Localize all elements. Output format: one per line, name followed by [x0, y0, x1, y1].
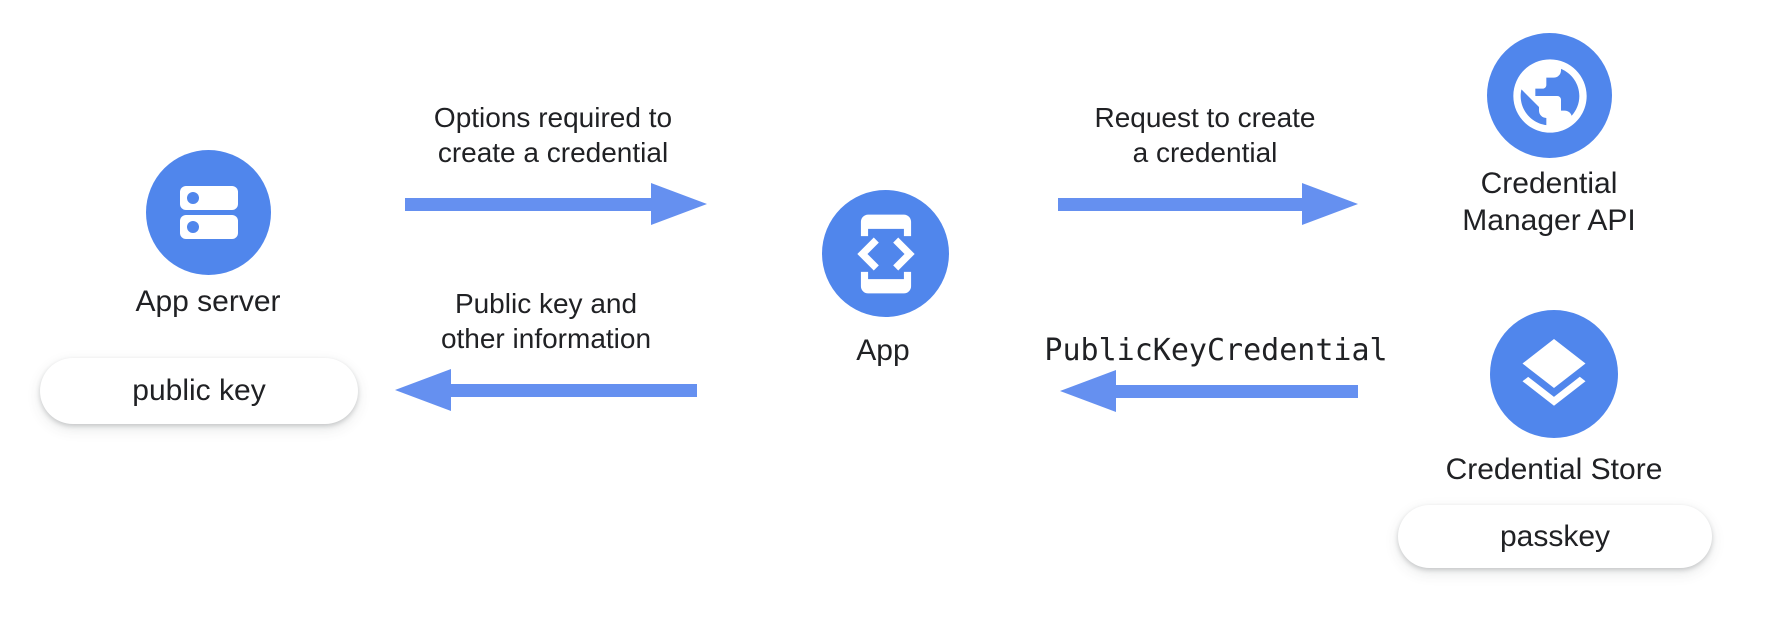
globe-icon: [1512, 58, 1587, 133]
request-arrow-shaft: [1058, 197, 1302, 211]
public-key-arrow-head: [395, 369, 451, 411]
app-node: [822, 190, 949, 317]
request-arrow-label: Request to create a credential: [1094, 102, 1316, 168]
request-arrow: [1058, 183, 1358, 225]
public-key-arrow-label: Public key and other information: [440, 288, 652, 354]
phone-code-icon: [856, 214, 915, 293]
public-key-arrow-shaft: [451, 383, 697, 397]
credential-manager-label-line2: Manager API: [1462, 204, 1636, 237]
app-server-label: App server: [135, 285, 281, 318]
public-key-arrow: [395, 369, 697, 411]
credential-manager-label-line1: Credential: [1480, 167, 1618, 200]
credential-arrow: [1060, 370, 1358, 412]
passkey-badge-label: passkey: [1499, 519, 1611, 553]
credential-store-node: [1490, 310, 1618, 438]
public-key-badge: public key: [40, 358, 358, 424]
layers-icon: [1522, 339, 1586, 406]
app-label: App: [856, 334, 910, 367]
options-arrow-label: Options required to create a credential: [433, 102, 673, 168]
request-arrow-head: [1302, 183, 1358, 225]
options-arrow-head: [651, 183, 707, 225]
credential-arrow-label: PublicKeyCredential: [1044, 333, 1388, 368]
public-key-badge-label: public key: [132, 374, 266, 407]
credential-arrow-head: [1060, 370, 1116, 412]
credential-manager-node: [1487, 33, 1612, 158]
options-arrow-shaft: [405, 197, 651, 211]
passkey-badge: passkey: [1398, 505, 1712, 568]
server-icon: [179, 186, 238, 239]
app-server-node: [146, 150, 271, 275]
credential-manager-label: Credential Manager API: [1399, 165, 1699, 239]
options-arrow: [405, 183, 707, 225]
credential-arrow-shaft: [1116, 384, 1358, 398]
credential-store-label: Credential Store: [1445, 453, 1663, 486]
